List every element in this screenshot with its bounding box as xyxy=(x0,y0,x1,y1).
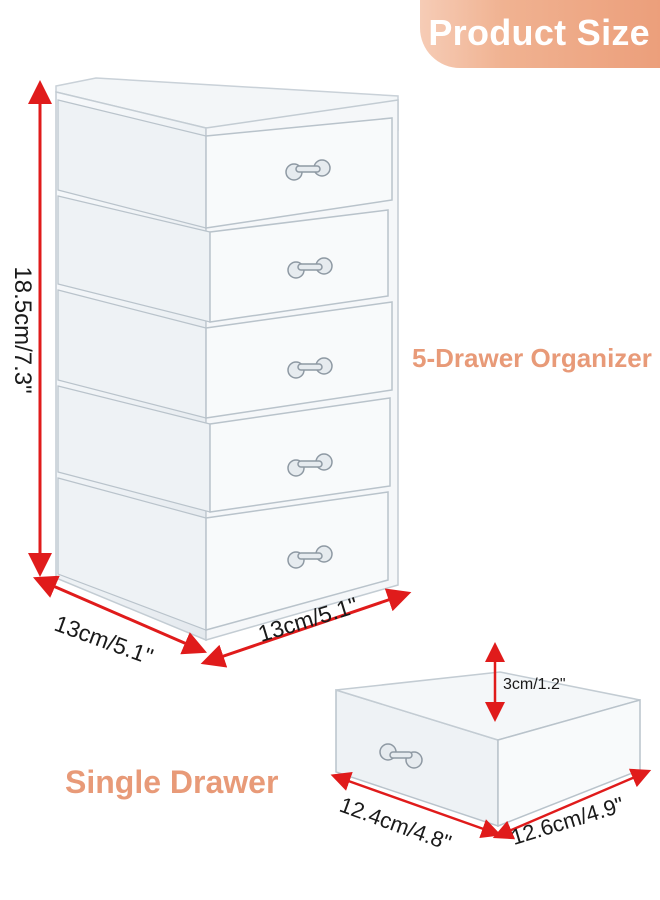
knob-handle-icon xyxy=(285,159,331,181)
knob-handle-icon xyxy=(287,257,333,279)
knob-handle-icon xyxy=(287,453,333,477)
drawer-stack xyxy=(57,99,393,631)
organizer-dimension-arrows xyxy=(28,80,412,668)
drawer-4 xyxy=(57,385,391,513)
single-drawer-label: Single Drawer xyxy=(65,764,279,800)
height-dimension-label: 18.5cm/7.3" xyxy=(9,266,36,394)
knob-handle-icon xyxy=(287,545,333,569)
banner-title: Product Size xyxy=(428,12,650,53)
knob-handle-icon xyxy=(287,357,333,379)
drawer-height-label: 3cm/1.2" xyxy=(503,676,566,693)
drawer-3 xyxy=(57,289,393,419)
drawer-handles xyxy=(285,159,333,569)
knob-handle-icon xyxy=(379,743,423,769)
drawer-dimension-arrows xyxy=(330,642,652,840)
organizer-label: 5-Drawer Organizer xyxy=(412,343,652,373)
product-size-banner: Product Size xyxy=(420,0,660,68)
